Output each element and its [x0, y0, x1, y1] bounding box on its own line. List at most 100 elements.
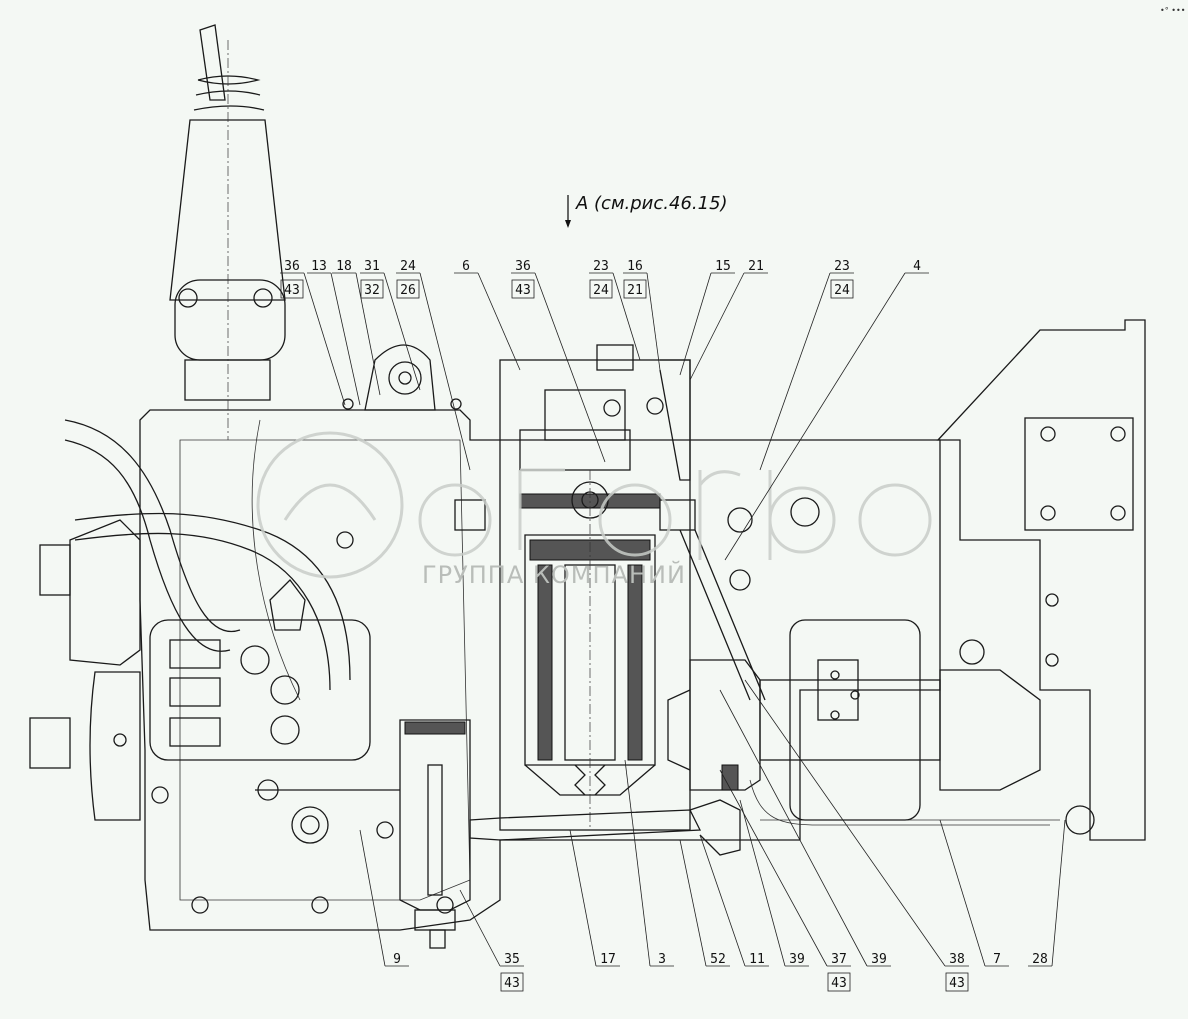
- callout-number: 9: [393, 952, 401, 967]
- callout-sub-number: 43: [515, 283, 531, 298]
- leader-line: [355, 272, 381, 396]
- leader-line: [689, 272, 745, 381]
- callout-bottom-39: 39: [719, 689, 891, 967]
- callout-top-13: 13: [307, 259, 361, 406]
- callout-number: 28: [1032, 952, 1048, 967]
- callout-box: [623, 279, 647, 299]
- callout-number: 16: [627, 259, 643, 274]
- callout-number: 6: [462, 259, 470, 274]
- callout-sub-number: 26: [400, 283, 416, 298]
- callout-number: 35: [504, 952, 520, 967]
- leader-line: [719, 769, 828, 967]
- callout-number: 38: [949, 952, 965, 967]
- transmission-housing: [113, 409, 941, 931]
- gearbox-housing: [760, 319, 1146, 841]
- callout-number: 31: [364, 259, 380, 274]
- leader-line: [719, 689, 868, 967]
- callout-top-23: 23 24: [759, 259, 854, 471]
- hydraulic-pump: [667, 619, 1050, 826]
- callout-sub-number: 43: [504, 976, 520, 991]
- callout-sub-number: 24: [834, 283, 850, 298]
- callout-sub-number: 21: [627, 283, 643, 298]
- callout-bottom-28: 28: [1028, 819, 1066, 967]
- callout-top-6: 6: [454, 259, 521, 371]
- hydraulic-distributor: [29, 519, 400, 821]
- callout-number: 36: [515, 259, 531, 274]
- callout-bottom-17: 17: [569, 829, 620, 967]
- callout-number: 17: [600, 952, 616, 967]
- pipe: [469, 529, 766, 856]
- callout-sub-number: 43: [949, 976, 965, 991]
- callout-top-24: 24 26: [396, 259, 471, 471]
- mounting-bracket: [342, 344, 462, 411]
- leader-line: [679, 839, 707, 967]
- callout-box: [500, 972, 524, 992]
- oil-filter: [454, 344, 696, 831]
- leader-line: [330, 272, 361, 406]
- leader-line: [1051, 819, 1066, 967]
- leader-line: [534, 272, 606, 463]
- leader-line: [612, 272, 641, 361]
- callout-number: 36: [284, 259, 300, 274]
- callout-number: 23: [834, 259, 850, 274]
- callout-number: 52: [710, 952, 726, 967]
- leader-line: [939, 819, 986, 967]
- leader-line: [459, 889, 501, 967]
- leader-line: [646, 272, 661, 371]
- callout-bottom-38: 38 43: [744, 679, 969, 992]
- callout-bottom-7: 7: [939, 819, 1009, 967]
- callout-number: 39: [871, 952, 887, 967]
- callout-top-4: 4: [724, 259, 929, 561]
- callout-sub-number: 24: [593, 283, 609, 298]
- strainer-cup: [399, 719, 471, 949]
- callout-number: 7: [993, 952, 1001, 967]
- callout-top-36: 36 43: [511, 259, 606, 463]
- callout-bottom-39: 39: [739, 799, 809, 967]
- callout-box: [830, 279, 854, 299]
- callout-bottom-11: 11: [699, 834, 769, 967]
- callout-number: 21: [748, 259, 764, 274]
- callout-top-23: 23 24: [589, 259, 641, 361]
- leader-line: [303, 272, 346, 406]
- view-indicator: A (см.рис.46.15): [565, 193, 728, 228]
- callout-number: 4: [913, 259, 921, 274]
- callout-number: 37: [831, 952, 847, 967]
- leader-line: [624, 759, 651, 967]
- callout-box: [827, 972, 851, 992]
- leader-line: [744, 679, 946, 967]
- callout-number: 15: [715, 259, 731, 274]
- leader-line: [724, 272, 906, 561]
- callout-number: 18: [336, 259, 352, 274]
- callout-top-18: 18: [332, 259, 381, 396]
- callout-number: 13: [311, 259, 327, 274]
- leader-line: [569, 829, 597, 967]
- leader-line: [759, 272, 831, 471]
- callout-sub-number: 43: [284, 283, 300, 298]
- leader-line: [699, 834, 746, 967]
- callout-top-21: 21: [689, 259, 768, 381]
- callout-number: 23: [593, 259, 609, 274]
- callout-bottom-35: 35 43: [459, 889, 524, 992]
- callout-box: [280, 279, 304, 299]
- callout-number: 39: [789, 952, 805, 967]
- callout-box: [945, 972, 969, 992]
- callout-bottom-3: 3: [624, 759, 674, 967]
- leader-line: [477, 272, 521, 371]
- callout-number: 11: [749, 952, 765, 967]
- callout-box: [511, 279, 535, 299]
- callout-box: [396, 279, 420, 299]
- callout-number: 24: [400, 259, 416, 274]
- callout-bottom-52: 52: [679, 839, 730, 967]
- callout-box: [589, 279, 613, 299]
- callout-sub-number: 32: [364, 283, 380, 298]
- hoses: [64, 419, 351, 691]
- watermark: ГРУППА КОМПАНИЙ: [256, 431, 932, 589]
- leader-line: [419, 272, 471, 471]
- callout-box: [360, 279, 384, 299]
- leader-line: [679, 272, 712, 376]
